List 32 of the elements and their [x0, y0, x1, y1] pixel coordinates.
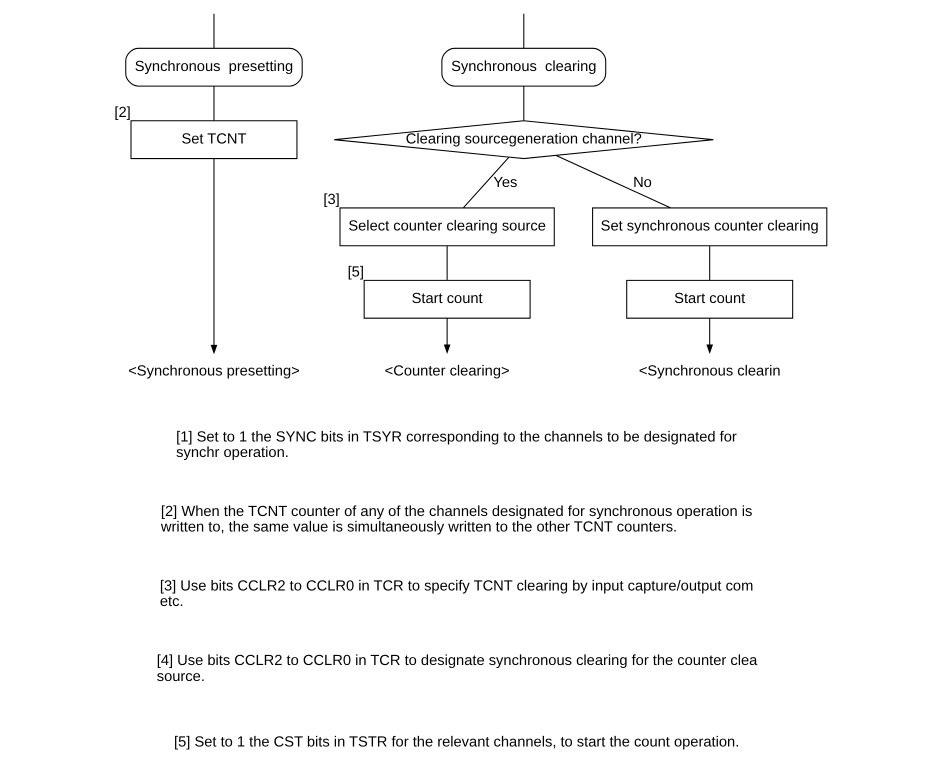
node-box: Start count [626, 280, 794, 319]
node-text: <Synchronous clearin [638, 364, 781, 380]
node-label: [2] [114, 104, 131, 121]
label: [4] Use bits CCLR2 to CCLR0 in TCR to designate synchronous clearing for the counter clea source. [156, 653, 758, 685]
connector [556, 155, 671, 208]
node-box: Synchronous presetting [125, 48, 303, 87]
edge-label: Yes [493, 175, 518, 192]
edge-label: No [633, 175, 652, 192]
connector [213, 86, 214, 120]
node-text: <Synchronous presetting> [128, 364, 300, 380]
arrow [706, 318, 714, 354]
connector [463, 156, 510, 208]
node-box: Synchronous clearing [441, 48, 606, 87]
arrow [210, 158, 218, 354]
connector [446, 246, 448, 280]
node-box: Set TCNT [130, 120, 298, 160]
label: [3] Use bits CCLR2 to CCLR0 in TCR to specify TCNT clearing by input capture/output com etc. [160, 578, 754, 610]
connector [523, 86, 524, 120]
node-box: Start count [364, 280, 531, 319]
connector [709, 246, 710, 280]
node-box: Set synchronous counter clearing [592, 207, 828, 246]
connector [213, 14, 214, 48]
connector [523, 14, 524, 48]
label: [2] When the TCNT counter of any of the channels designated for synchronous operation is written to, the same value is simultaneously written to the other TCNT counters. [160, 504, 752, 536]
label: [1] Set to 1 the SYNC bits in TSYR corresponding to the channels to be designated for synchr operation. [176, 429, 737, 462]
label: [5] Set to 1 the CST bits in TSTR for the relevant channels, to start the count operation. [174, 734, 740, 750]
node-label: [5] [348, 264, 364, 280]
node-label: [3] [323, 192, 340, 208]
arrow [444, 318, 450, 354]
node-box: Select counter clearing source [339, 207, 555, 246]
node-text: <Counter clearing> [384, 364, 510, 380]
node-diamond: Clearing sourcegeneration channel? [334, 120, 714, 160]
